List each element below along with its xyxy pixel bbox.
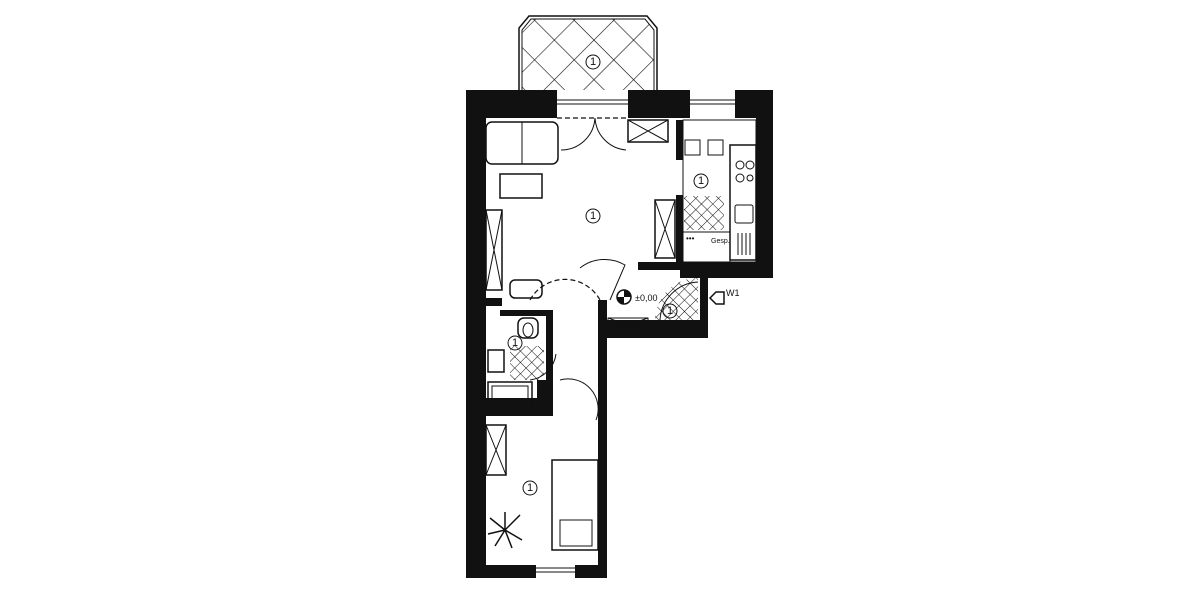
- svg-text:1: 1: [590, 56, 596, 68]
- living-room: [485, 117, 676, 301]
- room-marker-living: 1: [585, 208, 601, 224]
- room-marker-kitchen: 1: [693, 173, 709, 189]
- entrance-arrow-icon: [708, 291, 725, 305]
- entrance: ±0,00 W1: [607, 278, 740, 333]
- svg-text:1: 1: [512, 337, 518, 349]
- room-marker-bathroom: 1: [507, 335, 523, 351]
- entrance-label: W1: [726, 288, 740, 298]
- svg-text:1: 1: [698, 175, 704, 187]
- room-marker-entrance: 1: [662, 303, 678, 319]
- svg-text:1: 1: [527, 482, 533, 494]
- svg-text:1: 1: [590, 210, 596, 222]
- kitchen: Gesp. •••: [682, 119, 757, 263]
- balcony: [518, 15, 658, 90]
- bedroom: [485, 424, 599, 551]
- dots-label: •••: [686, 234, 695, 243]
- room-marker-balcony: 1: [585, 54, 601, 70]
- windows: [536, 99, 735, 573]
- room-marker-bedroom: 1: [522, 480, 538, 496]
- walls: [466, 90, 773, 578]
- bathroom: [487, 317, 599, 421]
- svg-text:1: 1: [667, 305, 673, 317]
- level-label: ±0,00: [635, 293, 657, 303]
- appliance-label: Gesp.: [711, 238, 730, 245]
- plant-icon: [487, 512, 523, 549]
